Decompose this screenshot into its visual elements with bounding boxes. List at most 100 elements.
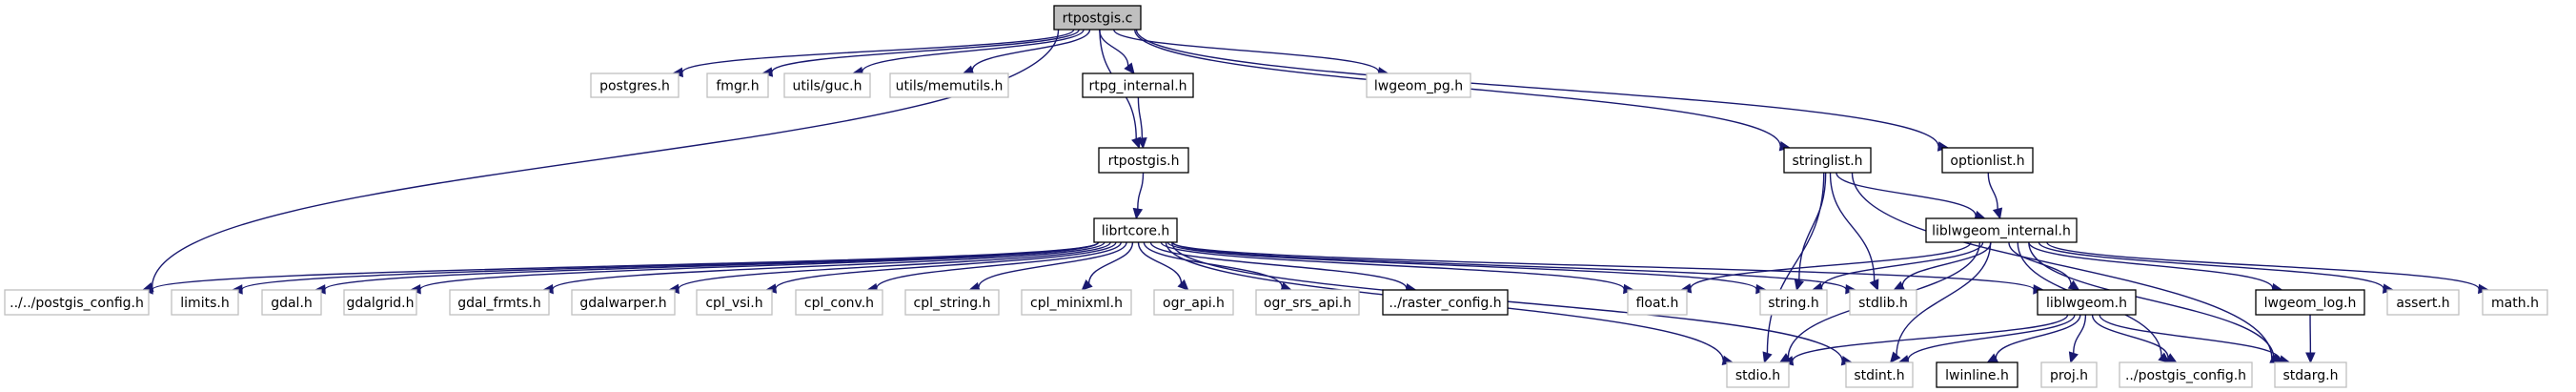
node-cpl-string-h: cpl_string.h: [904, 289, 1000, 316]
node-gdalwarper-h: gdalwarper.h: [571, 289, 676, 316]
node-label: optionlist.h: [1950, 154, 2024, 169]
node-box: [795, 289, 883, 316]
node-stringlist-h[interactable]: stringlist.h: [1783, 147, 1872, 174]
node-lwinline-h[interactable]: lwinline.h: [1936, 361, 2018, 388]
node-box: [1845, 361, 1914, 388]
node-label: ogr_srs_api.h: [1264, 296, 1351, 311]
edge-librtcore-h-to-postgis-config-up2: [141, 241, 1100, 295]
node-box: [261, 289, 322, 316]
node-stdint-h: stdint.h: [1845, 361, 1914, 388]
node-label: utils/memutils.h: [896, 79, 1004, 94]
edge-liblwgeom-internal-h-to-liblwgeom-h: [2008, 241, 2080, 291]
edge-rtpostgis-c-to-utils-memutils-h: [962, 29, 1091, 75]
node-box: [706, 72, 769, 98]
edge-stringlist-h-to-stdarg-h: [1851, 172, 2282, 363]
node-box: [2386, 289, 2460, 316]
node-label: ../raster_config.h: [1389, 296, 1501, 311]
arrowhead-icon: [1869, 279, 1879, 292]
edge-line: [1690, 241, 1972, 289]
edge-line: [1149, 241, 1408, 289]
node-label: limits.h: [180, 296, 229, 311]
edge-liblwgeom-h-to-proj-h: [2068, 314, 2087, 364]
edge-line: [1798, 172, 1827, 281]
node-rtpostgis-c[interactable]: rtpostgis.c: [1053, 5, 1142, 31]
edge-line: [1171, 241, 1847, 290]
edge-line: [241, 241, 1100, 291]
node-label: stdio.h: [1735, 368, 1780, 383]
node-box: [1849, 289, 1917, 316]
node-stdarg-h: stdarg.h: [2274, 361, 2347, 388]
edge-stringlist-h-to-string-h: [1794, 172, 1827, 292]
edge-line: [2073, 314, 2087, 354]
arrowhead-icon: [1794, 279, 1805, 292]
node-box: [1941, 147, 2034, 174]
node-label: cpl_vsi.h: [705, 296, 762, 311]
node-label: stdint.h: [1854, 368, 1904, 383]
node-label: assert.h: [2396, 296, 2449, 311]
edge-line: [1829, 172, 1876, 281]
node-box: [449, 289, 550, 316]
edge-line: [1135, 29, 1939, 147]
node-label: stdarg.h: [2283, 368, 2339, 383]
edge-rtpostgis-c-to-lwgeom-pg-h: [1113, 29, 1389, 77]
node-rtpostgis-h[interactable]: rtpostgis.h: [1098, 147, 1189, 174]
node-box: [1098, 147, 1189, 174]
node-label: lwgeom_log.h: [2264, 296, 2357, 311]
arrowhead-icon: [1137, 137, 1147, 150]
edge-line: [2008, 241, 2072, 285]
node-optionlist-h[interactable]: optionlist.h: [1941, 147, 2034, 174]
edge-stringlist-h-to-liblwgeom-internal-h: [1836, 172, 1986, 220]
node-box: [1255, 289, 1360, 316]
edge-line: [151, 29, 1060, 288]
node-label: utils/guc.h: [793, 79, 862, 94]
arrowhead-icon: [1124, 62, 1135, 74]
node-label: lwinline.h: [1945, 368, 2009, 383]
edge-line: [552, 241, 1105, 290]
node-label: liblwgeom_internal.h: [1932, 224, 2071, 239]
node-box: [1053, 5, 1142, 31]
node-rtpg-internal-h[interactable]: rtpg_internal.h: [1082, 72, 1194, 98]
node-box: [1759, 289, 1828, 316]
node-label: proj.h: [2050, 368, 2088, 383]
node-label: rtpostgis.h: [1108, 154, 1180, 169]
node-limits-h: limits.h: [171, 289, 239, 316]
node-gdal-frmts-h: gdal_frmts.h: [449, 289, 550, 316]
node-raster-config-h[interactable]: ../raster_config.h: [1382, 289, 1509, 316]
node-librtcore-h[interactable]: librtcore.h: [1093, 217, 1178, 243]
edge-line: [1137, 172, 1145, 210]
arrowhead-icon: [1889, 351, 1901, 363]
node-lwgeom-log-h[interactable]: lwgeom_log.h: [2255, 289, 2365, 316]
node-postgis-config-h: ../postgis_config.h: [2119, 361, 2253, 388]
edge-line: [862, 29, 1085, 72]
node-liblwgeom-h[interactable]: liblwgeom.h: [2037, 289, 2137, 316]
edge-line: [1820, 241, 1984, 288]
node-box: [1153, 289, 1234, 316]
node-box: [1783, 147, 1872, 174]
edge-line: [681, 29, 1075, 73]
node-box: [2040, 361, 2098, 388]
edge-line: [1171, 241, 2035, 291]
node-box: [1093, 217, 1178, 243]
node-label: rtpg_internal.h: [1088, 79, 1187, 94]
edge-liblwgeom-internal-h-to-stdint-h: [1889, 241, 1992, 363]
edge-line: [1137, 241, 1183, 284]
node-label: stringlist.h: [1792, 154, 1862, 169]
node-label: stdlib.h: [1858, 296, 1908, 311]
node-postgis-config-h: ../../postgis_config.h: [4, 289, 150, 316]
node-gdal-h: gdal.h: [261, 289, 322, 316]
edge-rtpostgis-c-to-rtpg-internal-h: [1098, 29, 1135, 74]
node-liblwgeom-internal-h[interactable]: liblwgeom_internal.h: [1925, 217, 2078, 243]
node-fmgr-h: fmgr.h: [706, 72, 769, 98]
node-proj-h: proj.h: [2040, 361, 2098, 388]
edge-rtpostgis-c-to-optionlist-h: [1135, 29, 1950, 152]
edge-line: [1792, 314, 2069, 361]
edge-rtpostgis-c-to-fmgr-h: [761, 29, 1080, 77]
node-box: [2037, 289, 2137, 316]
edge-rtpg-internal-h-to-rtpostgis-h: [1137, 96, 1147, 150]
edge-librtcore-h-to-gdalwarper-h: [667, 241, 1111, 295]
edge-line: [775, 241, 1117, 289]
edge-stringlist-h-to-stdio-h: [1762, 172, 1825, 364]
edge-line: [1166, 241, 1757, 290]
edge-liblwgeom-h-to-stdarg-h: [2099, 314, 2291, 365]
